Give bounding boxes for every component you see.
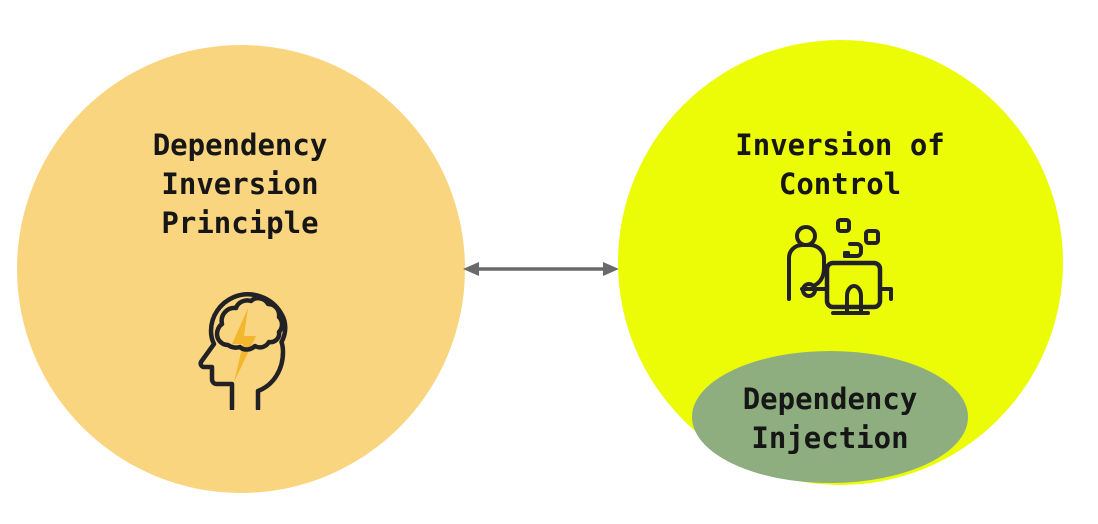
di-title-line: Dependency (742, 382, 918, 416)
lightning-bolt-shape (232, 308, 256, 382)
block-square-small (836, 218, 851, 233)
block-square-open (848, 242, 863, 258)
block-square-right (864, 229, 880, 245)
dip-title-line: Inversion (161, 167, 319, 201)
desk-line-right (878, 287, 893, 301)
bidirectional-arrow-icon (463, 262, 619, 276)
brain-outline (214, 295, 285, 352)
ioc-title-line: Inversion of (735, 128, 945, 162)
head-profile-outline (198, 292, 288, 410)
arrow-head-right (603, 262, 619, 276)
person-body (787, 243, 826, 301)
di-title-line: Injection (751, 421, 909, 455)
block-square-filled (843, 251, 850, 258)
person-arm (812, 266, 826, 288)
ioc-title-line: Control (778, 167, 902, 201)
arrow-head-left (463, 262, 479, 276)
dip-title-line: Principle (161, 206, 319, 240)
brain-lightning-icon (198, 292, 288, 410)
monitor-stand (845, 283, 863, 315)
person-computer-icon (787, 218, 893, 315)
di-ellipse (692, 351, 968, 483)
di-title: Dependency Injection (692, 380, 968, 458)
monitor-screen (824, 260, 883, 310)
ioc-title: Inversion of Control (660, 126, 1020, 204)
dip-circle (17, 45, 465, 493)
person-head (795, 225, 817, 247)
dip-title-line: Dependency (152, 128, 328, 162)
dip-title: Dependency Inversion Principle (60, 126, 420, 243)
